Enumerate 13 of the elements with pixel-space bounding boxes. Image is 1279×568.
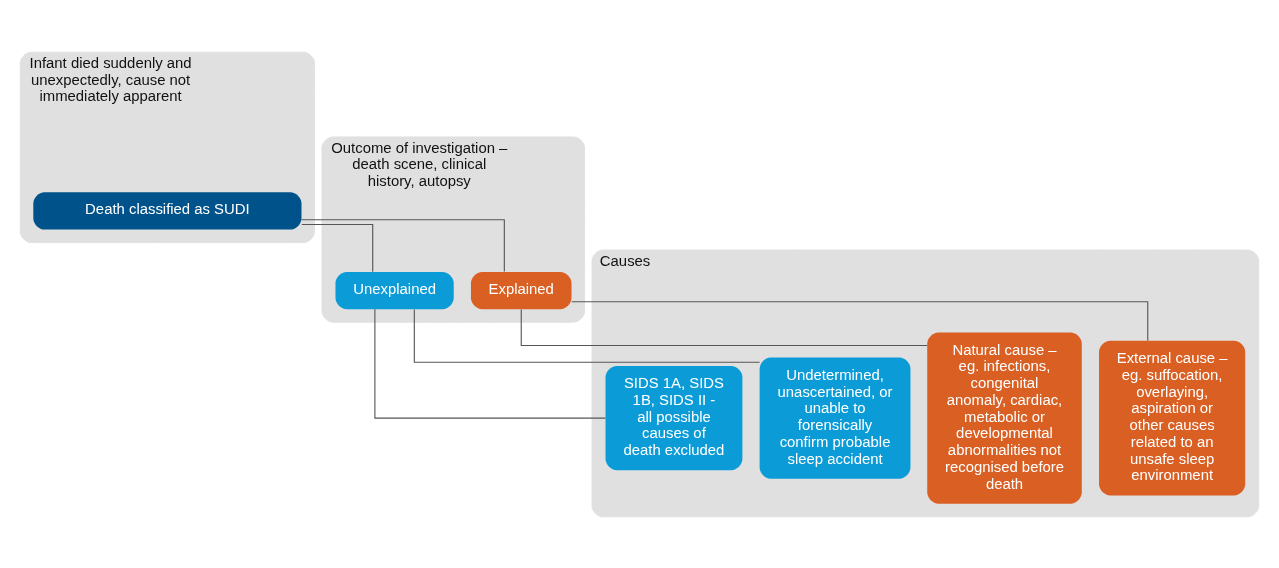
node-box: Undetermined, unascertained, or unable to forensically confirm probable sleep accident [759,357,911,479]
connector [374,308,606,419]
connector [520,308,928,346]
connector [413,308,761,363]
connector [301,223,374,272]
node-box: SIDS 1A, SIDS 1B, SIDS II - all possible causes of death excluded [605,365,743,470]
node-box: Death classified as SUDI [33,191,302,230]
node-box: External cause – eg. suffocation, overlaying, aspiration or other causes related to an unsafe sleep environment [1099,340,1246,495]
node-box: Unexplained [335,271,454,309]
node-box: Natural cause – eg. infections, congenital anomaly, cardiac, metabolic or developmental abnormalities not recognised before death [927,331,1082,504]
connector [300,218,505,272]
connector [571,300,1149,341]
node-box: Explained [470,271,572,309]
